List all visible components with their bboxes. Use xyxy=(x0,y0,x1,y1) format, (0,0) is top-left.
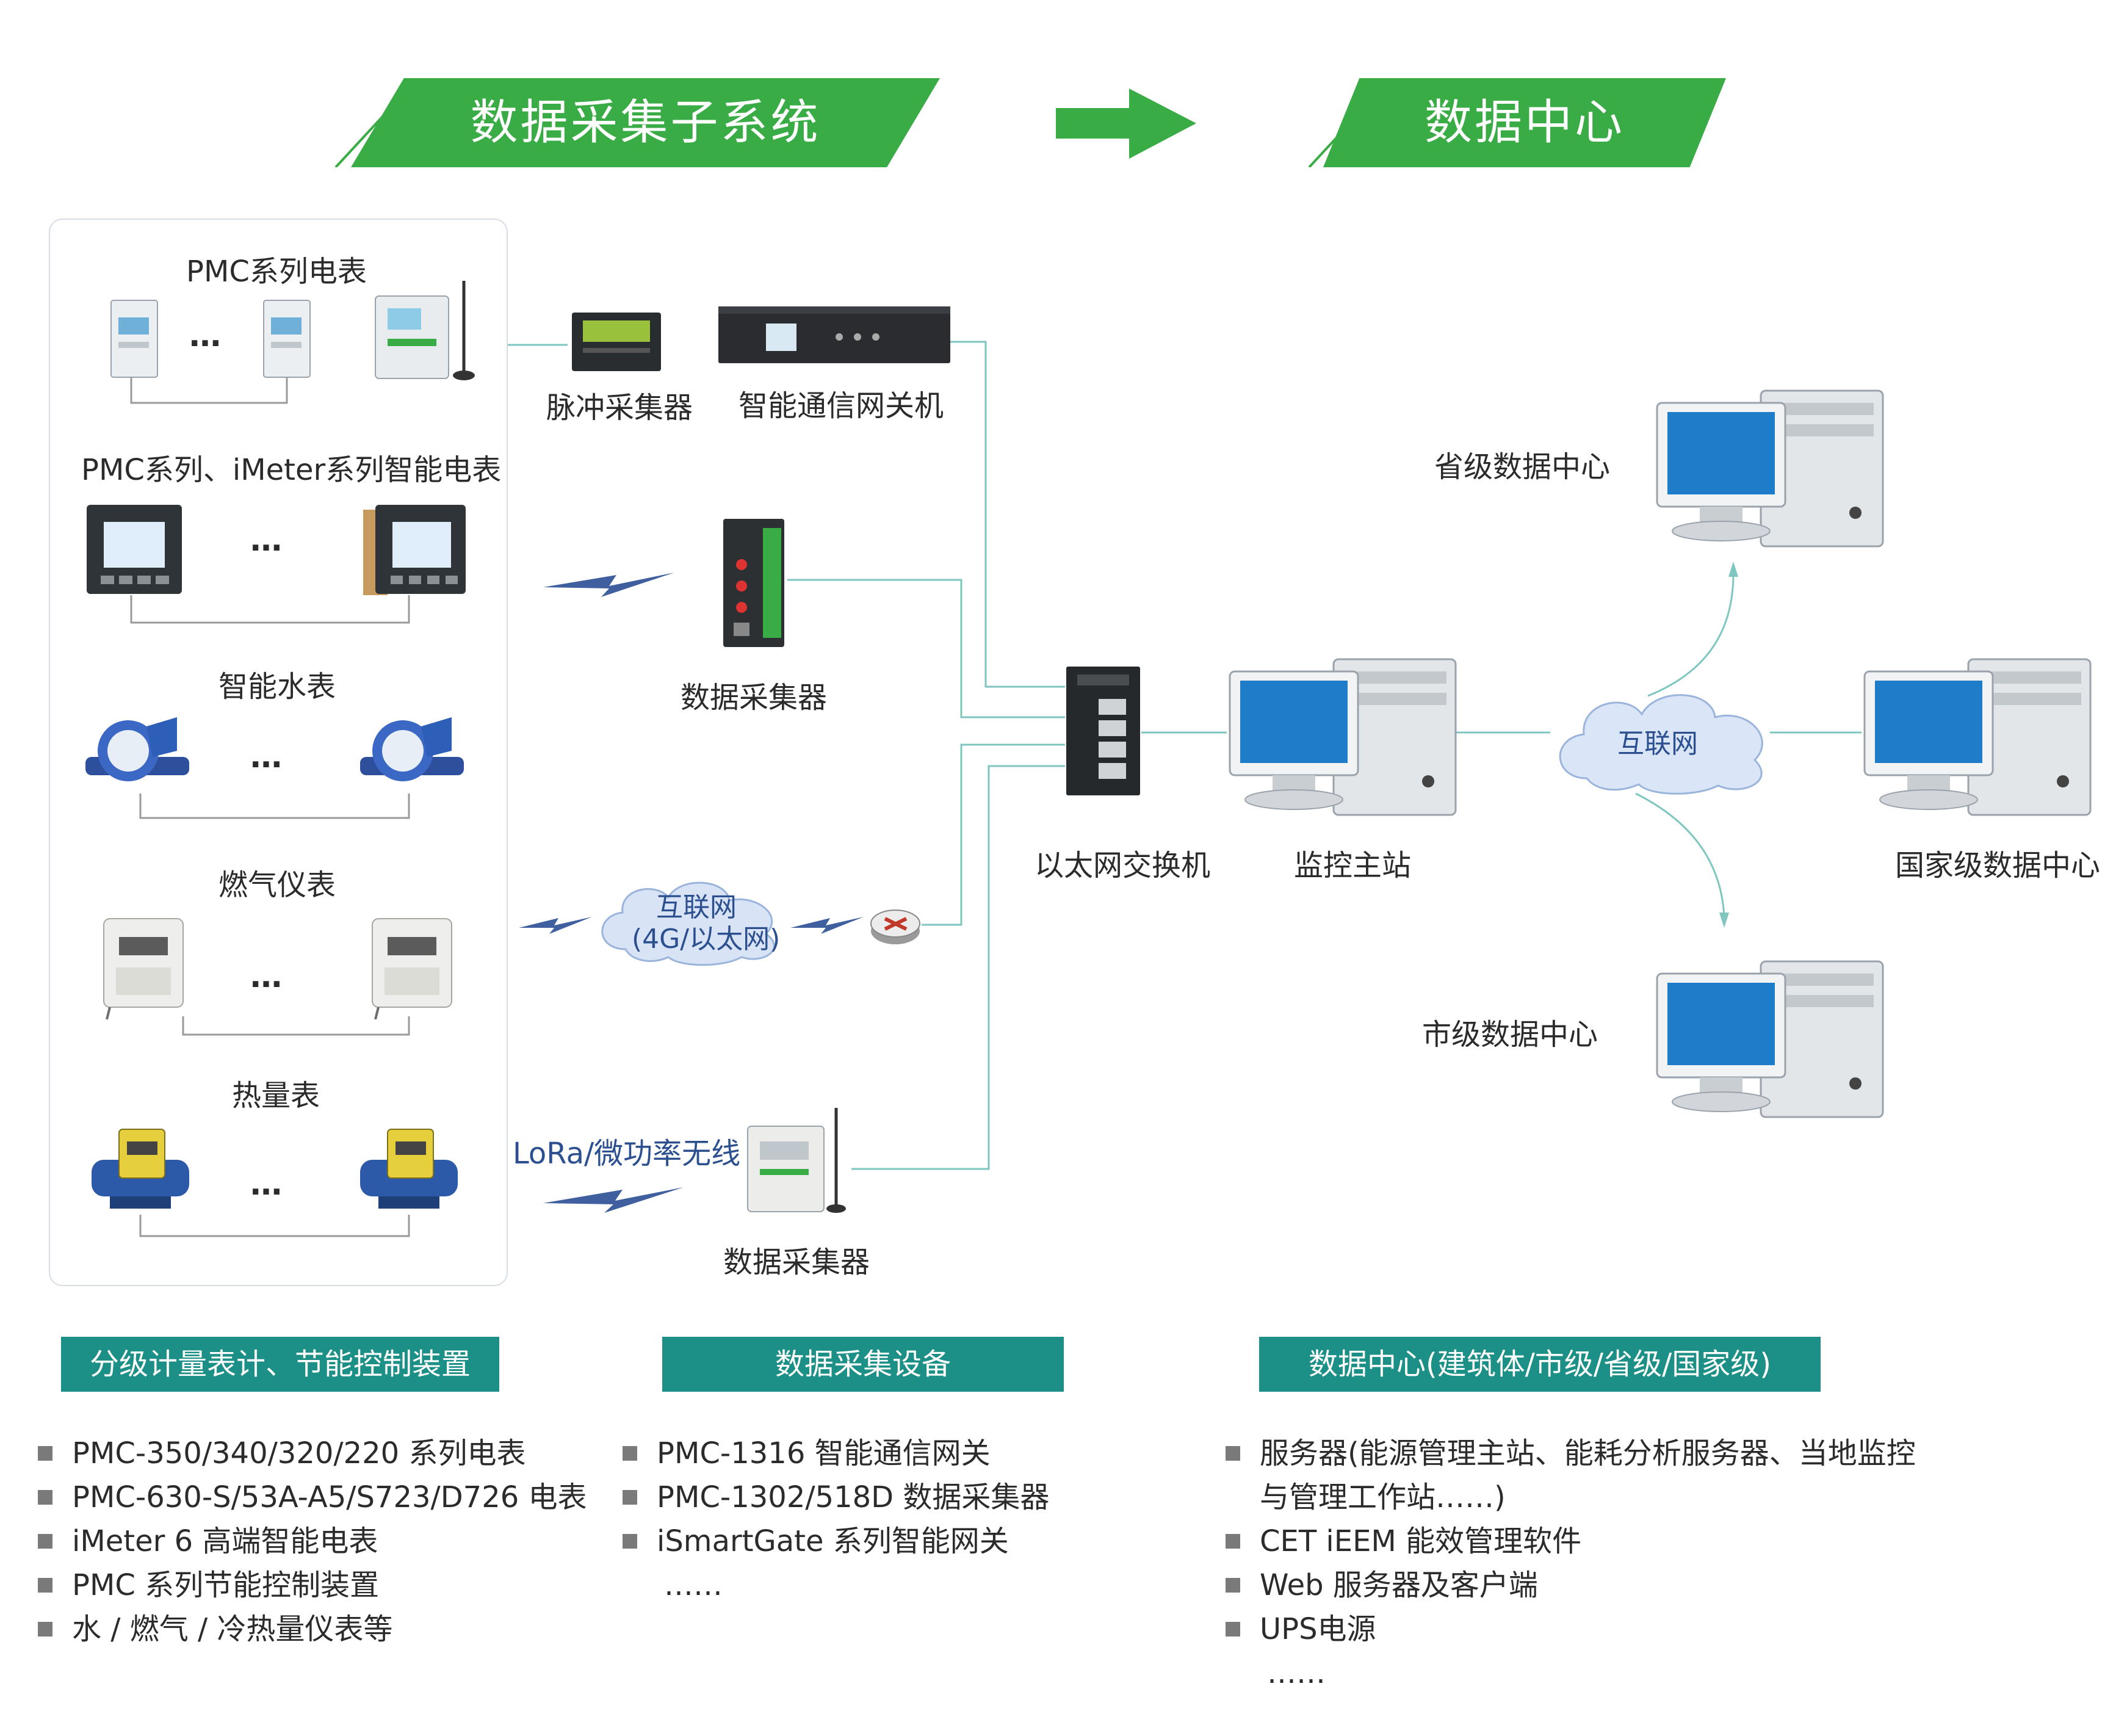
computer-icon xyxy=(1863,658,2092,816)
list-item: PMC-630-S/53A-A5/S723/D726 电表 xyxy=(38,1475,587,1519)
label-national-dc: 国家级数据中心 xyxy=(1895,848,2101,883)
bullet-square-icon xyxy=(38,1446,52,1461)
label-gateway: 智能通信网关机 xyxy=(738,389,944,423)
list-metering: PMC-350/340/320/220 系列电表 PMC-630-S/53A-A… xyxy=(38,1431,587,1651)
internet-cloud-icon xyxy=(601,881,775,966)
list-item: PMC-1316 智能通信网关 xyxy=(623,1431,1049,1475)
bullet-square-icon xyxy=(623,1534,637,1549)
panel-meter-icon xyxy=(363,505,466,595)
bullet-square-icon xyxy=(38,1578,52,1593)
wireless-meter-icon xyxy=(375,281,475,380)
label-internet: 互联网 xyxy=(1617,728,1698,759)
ellipsis-heat: … xyxy=(250,1166,284,1203)
banner-data-center: 数据中心 xyxy=(1323,78,1726,167)
gas-meter-icon xyxy=(372,918,452,1019)
panel-meter-icon xyxy=(87,505,182,594)
bullet-square-icon xyxy=(623,1490,637,1505)
ellipsis-pmc: … xyxy=(189,317,223,354)
internet-cloud-line2: (4G/以太网) xyxy=(632,924,781,955)
list-more: …… xyxy=(664,1568,723,1602)
ethernet-switch-icon xyxy=(1066,667,1140,795)
banner-data-acquisition-subsystem: 数据采集子系统 xyxy=(351,78,940,167)
water-meter-icon xyxy=(360,717,464,781)
label-master-station: 监控主站 xyxy=(1294,848,1412,883)
label-municipal-dc: 市级数据中心 xyxy=(1422,1018,1598,1052)
label-pulse-collector: 脉冲采集器 xyxy=(546,391,693,425)
section-title-metering: 分级计量表计、节能控制装置 xyxy=(61,1337,499,1392)
bullet-square-icon xyxy=(623,1446,637,1461)
device-panel xyxy=(49,219,508,1286)
list-item: PMC 系列节能控制装置 xyxy=(38,1563,587,1607)
label-pmc-meters: PMC系列电表 xyxy=(186,255,367,289)
list-datacenter: 服务器(能源管理主站、能耗分析服务器、当地监控 与管理工作站……) CET iE… xyxy=(1226,1431,1916,1695)
data-collector-icon xyxy=(723,519,784,647)
router-icon xyxy=(870,910,920,944)
bullet-square-icon xyxy=(38,1490,52,1505)
label-heat-meter: 热量表 xyxy=(232,1079,320,1113)
wireless-bolt-icon xyxy=(790,917,864,934)
list-more: …… xyxy=(1267,1656,1326,1690)
section-title-datacenter: 数据中心(建筑体/市级/省级/国家级) xyxy=(1259,1337,1821,1392)
list-item-continuation: 与管理工作站……) xyxy=(1260,1480,1506,1514)
label-lora: LoRa/微功率无线 xyxy=(513,1137,741,1171)
label-data-collector-2: 数据采集器 xyxy=(723,1245,870,1279)
bullet-square-icon xyxy=(1226,1622,1240,1637)
gateway-icon xyxy=(718,306,950,363)
list-item: PMC-1302/518D 数据采集器 xyxy=(623,1475,1049,1519)
gas-meter-icon xyxy=(103,918,184,1019)
computer-icon xyxy=(1656,960,1884,1118)
ellipsis-imeter: … xyxy=(250,522,284,559)
heat-meter-icon xyxy=(92,1129,189,1209)
computer-icon xyxy=(1656,389,1884,548)
internet-cloud-line1: 互联网 xyxy=(656,892,737,923)
internet-cloud-icon xyxy=(1559,694,1763,795)
section-title-acquisition: 数据采集设备 xyxy=(662,1337,1064,1392)
heat-meter-icon xyxy=(360,1129,458,1209)
list-item: 水 / 燃气 / 冷热量仪表等 xyxy=(38,1607,587,1651)
pulse-collector-icon xyxy=(572,313,661,371)
wireless-bolt-icon xyxy=(519,917,592,934)
arrow-right-icon xyxy=(1056,89,1196,159)
bullet-square-icon xyxy=(38,1622,52,1637)
label-pmc-imeter: PMC系列、iMeter系列智能电表 xyxy=(81,453,502,487)
list-item: Web 服务器及客户端 xyxy=(1226,1563,1916,1607)
label-water-meter: 智能水表 xyxy=(218,670,336,704)
list-item: iMeter 6 高端智能电表 xyxy=(38,1519,587,1563)
list-item: iSmartGate 系列智能网关 xyxy=(623,1519,1049,1563)
computer-icon xyxy=(1229,658,1457,816)
list-acquisition: PMC-1316 智能通信网关 PMC-1302/518D 数据采集器 iSma… xyxy=(623,1431,1049,1607)
bullet-square-icon xyxy=(38,1534,52,1549)
wireless-bolt-icon xyxy=(543,1187,684,1213)
lora-collector-icon xyxy=(747,1108,846,1213)
list-item: 服务器(能源管理主站、能耗分析服务器、当地监控 xyxy=(1226,1431,1916,1475)
list-item: PMC-350/340/320/220 系列电表 xyxy=(38,1431,587,1475)
label-ethernet-switch: 以太网交换机 xyxy=(1035,848,1211,883)
ellipsis-gas: … xyxy=(250,958,284,995)
list-item: UPS电源 xyxy=(1226,1607,1916,1651)
din-meter-icon xyxy=(263,300,311,378)
list-item: CET iEEM 能效管理软件 xyxy=(1226,1519,1916,1563)
label-gas-meter: 燃气仪表 xyxy=(218,868,336,902)
ellipsis-water: … xyxy=(250,739,284,775)
wireless-bolt-icon xyxy=(543,573,674,597)
label-data-collector-1: 数据采集器 xyxy=(681,681,828,715)
water-meter-icon xyxy=(85,717,189,781)
label-provincial-dc: 省级数据中心 xyxy=(1434,450,1611,484)
bullet-square-icon xyxy=(1226,1578,1240,1593)
bullet-square-icon xyxy=(1226,1446,1240,1461)
din-meter-icon xyxy=(110,300,158,378)
bullet-square-icon xyxy=(1226,1534,1240,1549)
